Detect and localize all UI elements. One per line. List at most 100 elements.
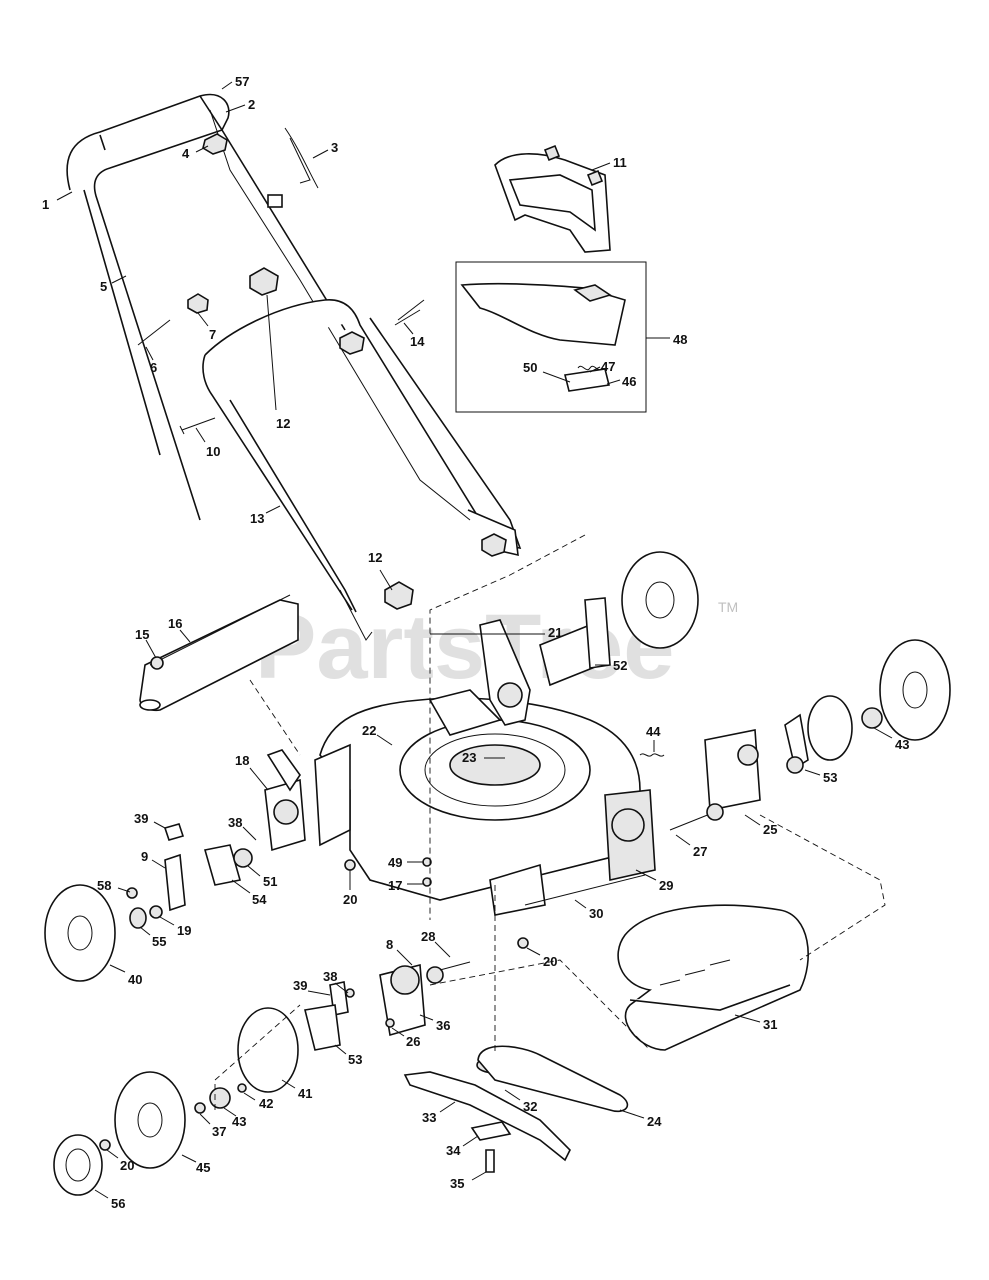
callout-54[interactable]: 54 [231,879,267,907]
chute-hinge [573,284,612,302]
callout-43-right[interactable]: 43 [873,727,909,752]
callout-34[interactable]: 34 [446,1135,479,1158]
callout-52[interactable]: 52 [595,658,627,673]
callout-30[interactable]: 30 [574,899,603,921]
callout-49[interactable]: 49 [388,855,424,870]
right-wheel-cover [807,695,853,761]
callout-39-rear[interactable]: 39 [293,978,331,996]
callout-13[interactable]: 13 [250,505,281,526]
callout-29[interactable]: 29 [635,869,673,893]
callout-22[interactable]: 22 [362,723,393,746]
callout-38-rear[interactable]: 38 [323,969,349,994]
svg-text:56: 56 [111,1196,125,1211]
callout-32[interactable]: 32 [504,1089,537,1114]
svg-text:36: 36 [436,1018,450,1033]
callout-35[interactable]: 35 [450,1171,487,1191]
callout-39-left[interactable]: 39 [134,811,166,829]
callout-19[interactable]: 19 [159,916,191,938]
svg-text:13: 13 [250,511,264,526]
callout-48[interactable]: 48 [646,332,687,347]
callout-25[interactable]: 25 [744,814,777,837]
callout-21[interactable]: 21 [430,625,562,640]
callout-37[interactable]: 37 [199,1113,226,1139]
svg-text:17: 17 [388,878,402,893]
callout-20-rear[interactable]: 20 [106,1149,134,1173]
mower-blade-33 [403,1071,571,1162]
callout-26[interactable]: 26 [391,1027,420,1049]
axle-plate-54 [203,844,242,886]
callout-12-lower[interactable]: 12 [368,550,393,591]
svg-text:50: 50 [523,360,537,375]
watermark-text: PartsTree [255,596,674,698]
callout-11[interactable]: 11 [591,155,627,171]
svg-text:5: 5 [100,279,107,294]
callout-15[interactable]: 15 [135,627,157,659]
callout-18[interactable]: 18 [235,753,269,791]
callout-3[interactable]: 3 [312,140,338,159]
bag-frame-11 [494,153,611,253]
callout-58[interactable]: 58 [97,878,131,893]
rear-left-wheel-hub [137,1102,163,1138]
callout-12-upper[interactable]: 12 [266,294,290,431]
spacer-53-right [786,756,804,774]
callout-2[interactable]: 2 [225,97,255,113]
callout-41[interactable]: 41 [281,1079,312,1101]
callout-45[interactable]: 45 [181,1154,210,1175]
svg-text:21: 21 [548,625,562,640]
callout-53-right[interactable]: 53 [804,769,837,785]
gear-43-right [861,707,883,729]
svg-text:6: 6 [150,360,157,375]
deck-center [449,744,541,786]
svg-text:30: 30 [589,906,603,921]
callout-7[interactable]: 7 [197,312,216,342]
svg-text:51: 51 [263,874,277,889]
callout-50[interactable]: 50 [523,360,571,383]
callout-27[interactable]: 27 [675,834,707,859]
callout-43-rear[interactable]: 43 [223,1107,246,1129]
callout-33[interactable]: 33 [422,1101,456,1125]
callout-55[interactable]: 55 [139,926,166,949]
callout-44[interactable]: 44 [646,724,661,752]
callout-40[interactable]: 40 [109,964,142,987]
callout-38-left[interactable]: 38 [228,815,257,841]
rear-left-wheel-45 [114,1071,186,1169]
callout-4[interactable]: 4 [182,145,209,161]
dash-line-2 [249,679,301,756]
callout-17[interactable]: 17 [388,878,424,893]
handle-cable [289,137,311,184]
svg-text:14: 14 [410,334,425,349]
knob-12-upper [249,267,279,296]
callout-53-rear[interactable]: 53 [334,1044,362,1067]
callout-9[interactable]: 9 [141,849,166,869]
callout-10[interactable]: 10 [195,427,220,459]
svg-text:20: 20 [343,892,357,907]
callout-5[interactable]: 5 [100,275,127,294]
callout-36[interactable]: 36 [419,1014,450,1033]
callout-24[interactable]: 24 [619,1109,662,1129]
callout-56[interactable]: 56 [94,1189,125,1211]
callout-28[interactable]: 28 [421,929,451,958]
callout-14[interactable]: 14 [403,322,425,349]
callout-47[interactable]: 47 [589,359,615,374]
callout-20-left[interactable]: 20 [343,870,357,907]
callout-16[interactable]: 16 [168,616,191,643]
callout-20-center[interactable]: 20 [526,947,557,969]
svg-text:38: 38 [228,815,242,830]
callout-8[interactable]: 8 [386,937,413,966]
svg-text:53: 53 [348,1052,362,1067]
callout-6[interactable]: 6 [145,346,157,375]
lower-handle [202,299,522,641]
bolt-37 [194,1102,206,1114]
gear-43-rear [209,1087,231,1109]
callout-31[interactable]: 31 [734,1014,777,1032]
callout-46[interactable]: 46 [606,374,636,389]
dash-line-3 [759,814,886,961]
callout-51[interactable]: 51 [247,865,277,889]
callout-57[interactable]: 57 [221,74,249,90]
front-right-wheel [879,639,951,741]
callout-23[interactable]: 23 [462,750,505,765]
callout-1[interactable]: 1 [42,191,73,212]
callout-42[interactable]: 42 [243,1092,273,1111]
svg-text:34: 34 [446,1143,461,1158]
